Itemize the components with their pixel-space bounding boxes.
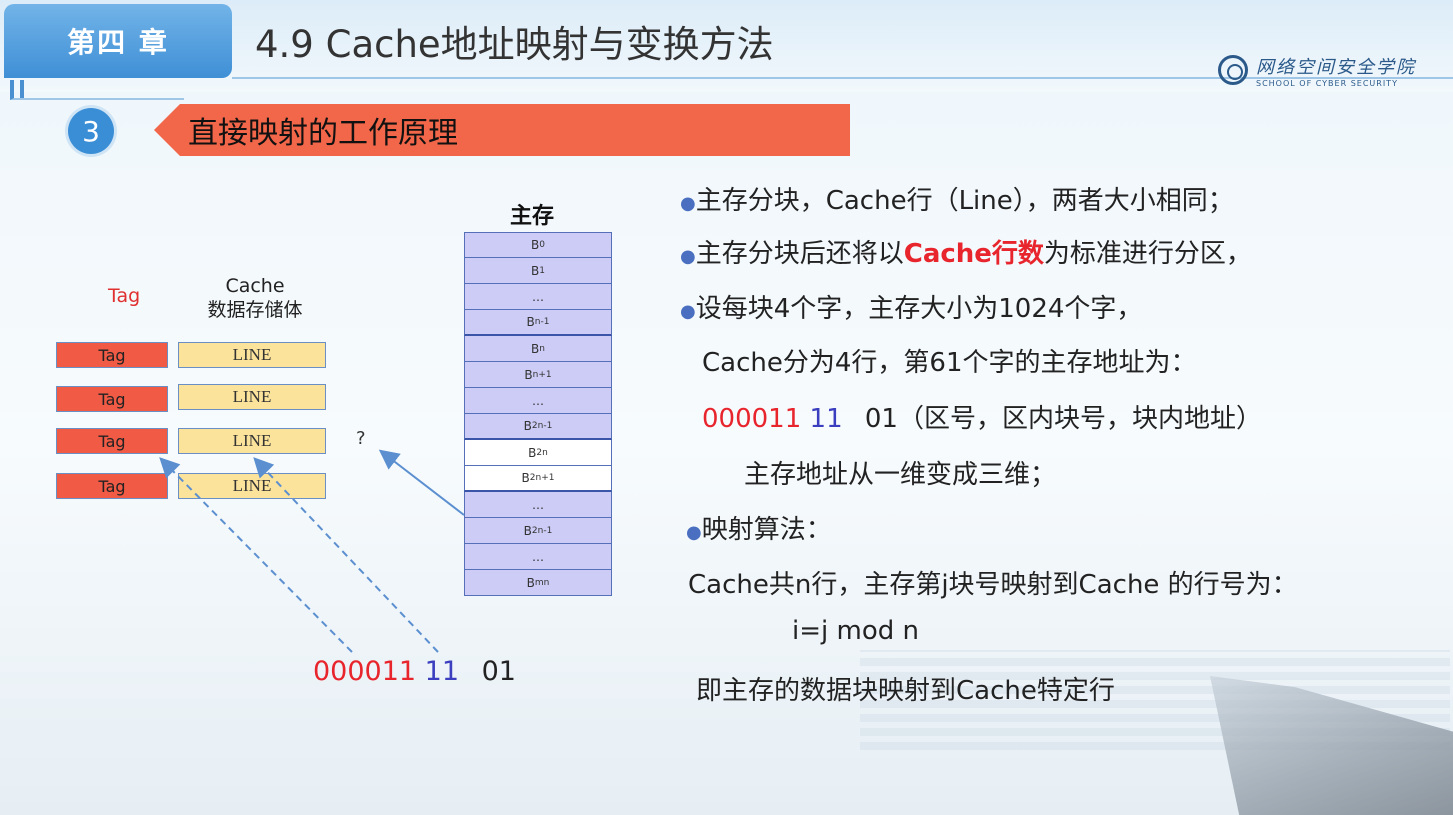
memory-block-label: B xyxy=(531,238,540,252)
memory-block-index: mn xyxy=(534,577,550,588)
bullet-dot-icon: ● xyxy=(680,246,696,267)
memory-block-index: 1 xyxy=(539,265,545,276)
logo-text: 网络空间安全学院 SCHOOL OF CYBER SECURITY xyxy=(1256,53,1416,88)
example-continuation: Cache分为4行，第61个字的主存地址为： xyxy=(702,348,1197,378)
cache-tag-cell: Tag xyxy=(56,473,168,499)
cache-line-cell: LINE xyxy=(178,384,326,410)
title-divider xyxy=(232,77,1453,79)
slide-title: 4.9 Cache地址映射与变换方法 xyxy=(255,23,774,66)
arrow-zone-to-tag xyxy=(159,457,353,653)
example-address-block: 11 xyxy=(809,404,843,434)
memory-block-label: … xyxy=(532,289,544,304)
example-address-zone: 000011 xyxy=(702,404,802,434)
memory-block: … xyxy=(464,284,612,310)
memory-block-label: B xyxy=(521,471,530,485)
mapping-question-mark: ? xyxy=(356,428,366,449)
address-zone: 000011 xyxy=(313,656,417,687)
memory-block-index: 0 xyxy=(539,240,545,250)
cache-header-line2: 数据存储体 xyxy=(207,299,303,321)
memory-block-label: B xyxy=(524,367,533,382)
memory-block-index: n+1 xyxy=(532,369,552,380)
cache-header-line1: Cache xyxy=(225,275,285,297)
example-note: 主存地址从一维变成三维； xyxy=(744,460,1057,490)
school-logo: 网络空间安全学院 SCHOOL OF CYBER SECURITY xyxy=(1218,50,1448,90)
algorithm-description: Cache共n行，主存第j块号映射到Cache 的行号为： xyxy=(688,570,1298,600)
bullet-text: 设每块4个字，主存大小为1024个字， xyxy=(695,294,1143,324)
memory-block-label: B xyxy=(528,445,537,460)
memory-block-label: B xyxy=(523,419,532,433)
address-offset: 01 xyxy=(481,656,516,687)
cache-line-cell: LINE xyxy=(178,428,326,454)
memory-block-label: B xyxy=(526,575,535,590)
memory-block-label: B xyxy=(531,263,540,278)
bullet-dot-icon: ● xyxy=(680,193,696,214)
school-seal-icon xyxy=(1218,55,1248,85)
cache-line-cell: LINE xyxy=(178,342,326,368)
bullet-example: ●设每块4个字，主存大小为1024个字， xyxy=(680,288,1142,325)
mapping-formula: i=j mod n xyxy=(792,616,919,646)
memory-block: … xyxy=(464,388,612,414)
address-block: 11 xyxy=(424,656,460,687)
bullet-partition: ●主存分块后还将以Cache行数为标准进行分区， xyxy=(680,233,1252,270)
cache-line-cell: LINE xyxy=(178,473,326,499)
arrow-block-to-line xyxy=(253,457,439,653)
bullet-text: 主存分块后还将以 xyxy=(695,239,904,269)
memory-block-index: 2n xyxy=(536,447,548,458)
header-band xyxy=(0,0,1453,92)
algorithm-conclusion: 即主存的数据块映射到Cache特定行 xyxy=(696,676,1115,706)
bullet-block-size: ●主存分块，Cache行（Line），两者大小相同； xyxy=(680,180,1234,217)
bullet-text: 为标准进行分区， xyxy=(1043,239,1252,269)
bullet-text: 主存分块，Cache行（Line），两者大小相同； xyxy=(695,186,1234,216)
highlight-cache-lines: Cache行数 xyxy=(903,239,1044,269)
memory-block-label: … xyxy=(532,549,544,564)
chapter-tab: 第四 章 xyxy=(4,4,232,78)
memory-block-index: 2n+1 xyxy=(529,473,555,483)
main-memory-title: 主存 xyxy=(510,204,555,229)
memory-block-label: … xyxy=(532,497,544,512)
memory-block: … xyxy=(464,492,612,518)
cache-column-header: Cache 数据存储体 xyxy=(190,274,320,322)
memory-block: … xyxy=(464,544,612,570)
bullet-algorithm: ●映射算法： xyxy=(686,509,832,546)
memory-block-index: n xyxy=(539,343,545,354)
tag-column-header: Tag xyxy=(108,285,141,307)
example-address: 000011 11 01（区号，区内块号，块内地址） xyxy=(702,398,1262,435)
section-number: 3 xyxy=(68,108,114,154)
tab-underline-decoration xyxy=(10,80,184,100)
diagram-address: 000011 11 01 xyxy=(313,656,516,687)
memory-block-index: 2n-1 xyxy=(531,421,553,431)
cache-tag-cell: Tag xyxy=(56,386,168,412)
logo-name-en: SCHOOL OF CYBER SECURITY xyxy=(1256,78,1398,88)
memory-block-index: n-1 xyxy=(534,317,550,327)
section-title: 直接映射的工作原理 xyxy=(154,104,850,156)
bullet-text: 映射算法： xyxy=(701,515,832,545)
cache-tag-cell: Tag xyxy=(56,428,168,454)
cache-tag-cell: Tag xyxy=(56,342,168,368)
example-address-rest: 01（区号，区内块号，块内地址） xyxy=(864,404,1262,434)
memory-block-label: … xyxy=(532,393,544,408)
memory-block-index: 2n-1 xyxy=(531,525,553,536)
memory-block-label: B xyxy=(526,315,535,329)
arrow-block-to-cache xyxy=(378,449,465,516)
memory-block-label: B xyxy=(531,341,540,356)
bullet-dot-icon: ● xyxy=(680,301,696,322)
memory-block-label: B xyxy=(523,523,532,538)
bullet-dot-icon: ● xyxy=(686,522,702,543)
logo-name-cn: 网络空间安全学院 xyxy=(1256,56,1416,78)
